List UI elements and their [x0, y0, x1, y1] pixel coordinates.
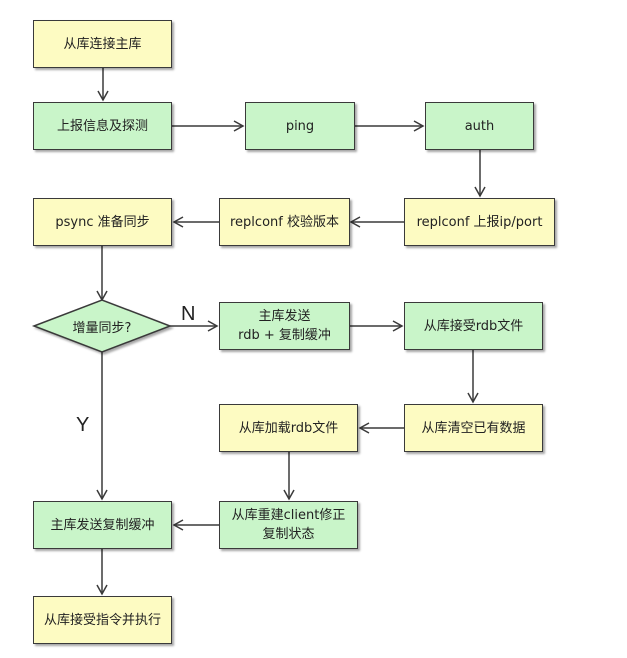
node-text: 复制状态	[262, 527, 315, 542]
node-recv-rdb: 从库接受rdb文件	[404, 302, 543, 350]
node-text: 从库重建client修正	[231, 508, 346, 523]
node-report: 上报信息及探测	[33, 102, 172, 150]
node-clear: 从库清空已有数据	[404, 404, 543, 452]
node-replconf-ip: replconf 上报ip/port	[404, 198, 555, 246]
node-text: ping	[285, 118, 315, 134]
node-text: psync 准备同步	[55, 214, 150, 230]
node-ping: ping	[245, 102, 355, 150]
node-text: 从库接受指令并执行	[43, 612, 161, 628]
node-connect: 从库连接主库	[33, 20, 172, 68]
node-text: 上报信息及探测	[56, 118, 148, 134]
node-replconf-ver: replconf 校验版本	[219, 198, 350, 246]
edge-label-yes: Y	[76, 414, 90, 436]
decision-label: 增量同步?	[72, 321, 132, 336]
node-text: 主库发送复制缓冲	[50, 517, 155, 533]
node-text: 从库加载rdb文件	[238, 420, 339, 436]
node-exec: 从库接受指令并执行	[33, 596, 172, 644]
node-load-rdb: 从库加载rdb文件	[219, 404, 358, 452]
node-text: rdb + 复制缓冲	[238, 328, 331, 343]
node-text: 从库连接主库	[63, 36, 142, 52]
node-text: 从库接受rdb文件	[423, 318, 524, 334]
node-auth: auth	[425, 102, 534, 150]
node-text: auth	[464, 118, 495, 134]
node-rebuild: 从库重建client修正复制状态	[219, 501, 358, 549]
node-send-buf: 主库发送复制缓冲	[33, 501, 172, 549]
node-psync: psync 准备同步	[33, 198, 172, 246]
node-text: 主库发送	[258, 309, 311, 324]
edge-label-no: N	[181, 303, 196, 325]
node-send-rdb: 主库发送 rdb + 复制缓冲	[219, 302, 350, 350]
node-text: replconf 上报ip/port	[416, 214, 543, 230]
node-text: 从库清空已有数据	[421, 420, 526, 436]
decision-diamond	[31, 299, 173, 353]
node-text: replconf 校验版本	[230, 214, 339, 230]
